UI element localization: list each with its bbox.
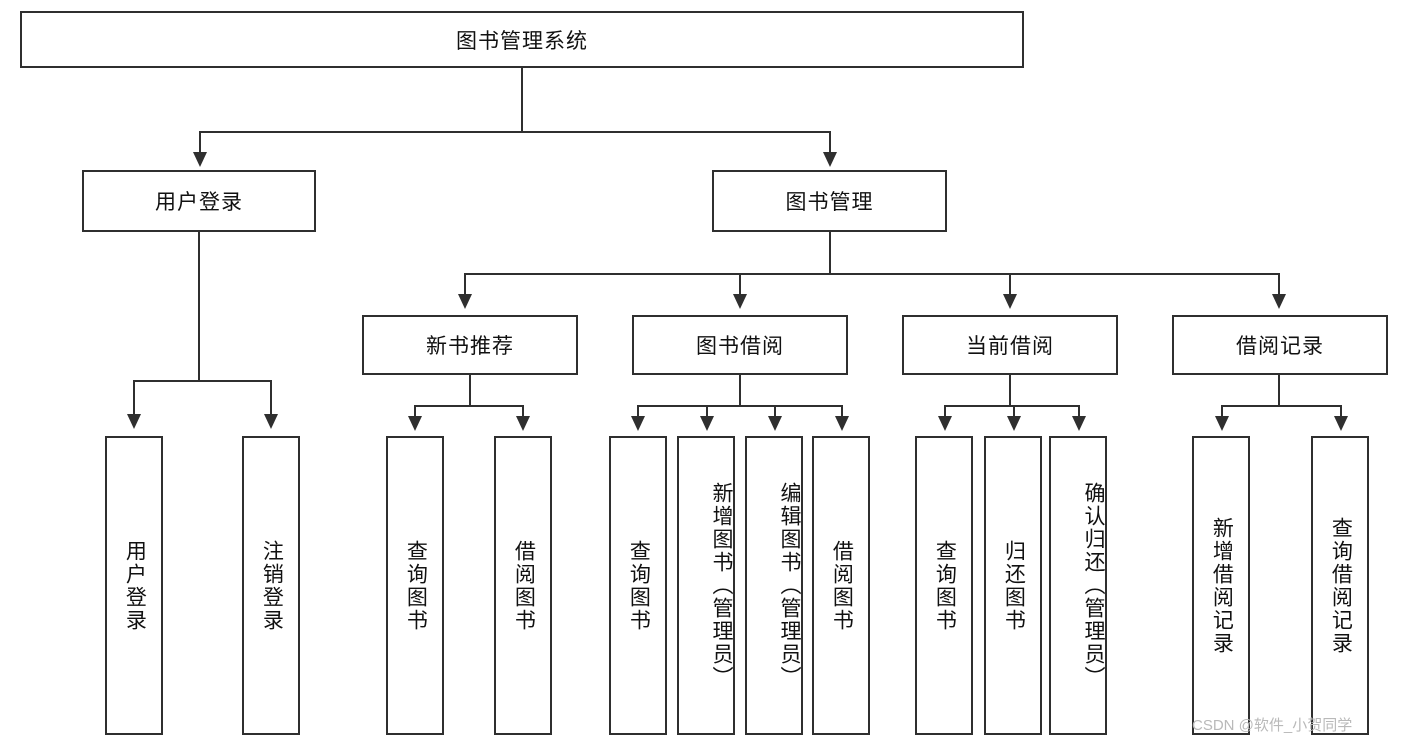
arrowhead-currentborrow-l2 [1007, 416, 1021, 431]
edge-currentborrow-l1 [944, 405, 946, 417]
arrowhead-newbook-l2 [516, 416, 530, 431]
edge-root-to-login [199, 131, 201, 153]
edge-newbook-stem [469, 375, 471, 405]
edge-newbook-bus [414, 405, 524, 407]
edge-currentborrow-l3 [1078, 405, 1080, 417]
edge-bookmgmt-c2 [739, 273, 741, 295]
edge-currentborrow-bus [944, 405, 1080, 407]
edge-root-to-bookmgmt [829, 131, 831, 153]
edge-userlogin-bus [133, 380, 271, 382]
arrowhead-root-to-bookmgmt [823, 152, 837, 167]
edge-borrowrecord-bus [1221, 405, 1342, 407]
edge-root-stem [521, 68, 523, 131]
arrowhead-borrowrecord-l2 [1334, 416, 1348, 431]
edge-bookmgmt-c3 [1009, 273, 1011, 295]
arrowhead-root-to-login [193, 152, 207, 167]
leaf-new-book-1[interactable]: 借阅图书 [494, 436, 552, 735]
leaf-borrow-record-0[interactable]: 新增借阅记录 [1192, 436, 1250, 735]
arrowhead-bookborrow-l2 [700, 416, 714, 431]
arrowhead-bookborrow-l4 [835, 416, 849, 431]
leaf-user-login-0[interactable]: 用户登录 [105, 436, 163, 735]
leaf-current-borrow-1[interactable]: 归还图书 [984, 436, 1042, 735]
arrowhead-bookborrow-l3 [768, 416, 782, 431]
edge-newbook-l2 [522, 405, 524, 417]
leaf-new-book-0[interactable]: 查询图书 [386, 436, 444, 735]
node-current-borrow[interactable]: 当前借阅 [902, 315, 1118, 375]
edge-userlogin-stem [198, 232, 200, 380]
edge-bookborrow-stem [739, 375, 741, 405]
leaf-user-login-1[interactable]: 注销登录 [242, 436, 300, 735]
edge-bookborrow-l2 [706, 405, 708, 417]
leaf-book-borrow-3[interactable]: 借阅图书 [812, 436, 870, 735]
arrowhead-currentborrow-l1 [938, 416, 952, 431]
edge-bookmgmt-stem [829, 232, 831, 273]
node-user-login[interactable]: 用户登录 [82, 170, 316, 232]
watermark-csdn: CSDN @软件_小贺同学 [1192, 717, 1353, 734]
leaf-book-borrow-1[interactable]: 新增图书（管理员） [677, 436, 735, 735]
edge-bookmgmt-bus [464, 273, 1280, 275]
arrowhead-userlogin-l1 [127, 414, 141, 429]
leaf-borrow-record-1[interactable]: 查询借阅记录 [1311, 436, 1369, 735]
arrowhead-bookmgmt-c2 [733, 294, 747, 309]
edge-bookmgmt-c1 [464, 273, 466, 295]
arrowhead-newbook-l1 [408, 416, 422, 431]
arrowhead-bookmgmt-c1 [458, 294, 472, 309]
edge-borrowrecord-l2 [1340, 405, 1342, 417]
edge-userlogin-l1 [133, 380, 135, 416]
edge-bookmgmt-c4 [1278, 273, 1280, 295]
arrowhead-bookborrow-l1 [631, 416, 645, 431]
edge-userlogin-l2 [270, 380, 272, 416]
arrowhead-bookmgmt-c3 [1003, 294, 1017, 309]
node-root[interactable]: 图书管理系统 [20, 11, 1024, 68]
node-borrow-record[interactable]: 借阅记录 [1172, 315, 1388, 375]
leaf-book-borrow-2[interactable]: 编辑图书（管理员） [745, 436, 803, 735]
edge-root-bus [199, 131, 831, 133]
arrowhead-userlogin-l2 [264, 414, 278, 429]
edge-currentborrow-l2 [1013, 405, 1015, 417]
edge-borrowrecord-l1 [1221, 405, 1223, 417]
edge-bookborrow-l3 [774, 405, 776, 417]
edge-bookborrow-l1 [637, 405, 639, 417]
edge-bookborrow-bus [637, 405, 843, 407]
node-new-book-recommend[interactable]: 新书推荐 [362, 315, 578, 375]
leaf-current-borrow-2[interactable]: 确认归还（管理员） [1049, 436, 1107, 735]
edge-bookborrow-l4 [841, 405, 843, 417]
arrowhead-borrowrecord-l1 [1215, 416, 1229, 431]
leaf-book-borrow-0[interactable]: 查询图书 [609, 436, 667, 735]
arrowhead-bookmgmt-c4 [1272, 294, 1286, 309]
edge-newbook-l1 [414, 405, 416, 417]
node-book-management[interactable]: 图书管理 [712, 170, 947, 232]
node-book-borrow[interactable]: 图书借阅 [632, 315, 848, 375]
arrowhead-currentborrow-l3 [1072, 416, 1086, 431]
leaf-current-borrow-0[interactable]: 查询图书 [915, 436, 973, 735]
edge-currentborrow-stem [1009, 375, 1011, 405]
edge-borrowrecord-stem [1278, 375, 1280, 405]
